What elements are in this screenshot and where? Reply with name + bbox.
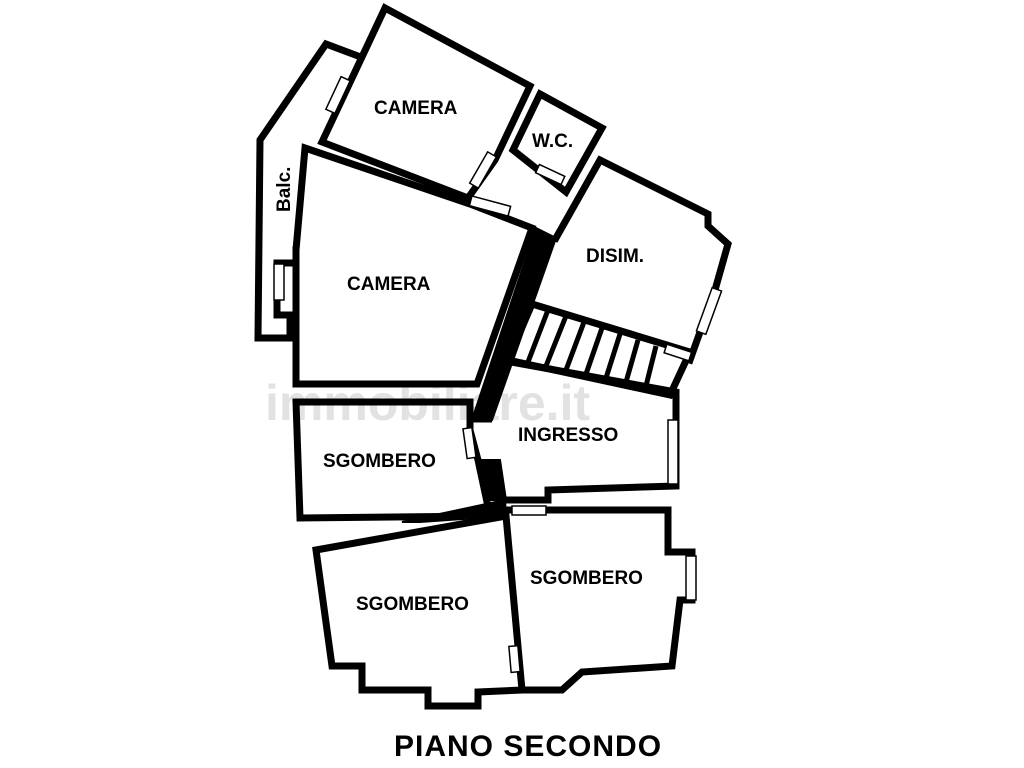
label-camera-main: CAMERA — [347, 274, 431, 295]
room-sgombero-bottom-left — [312, 511, 526, 710]
windows — [273, 75, 723, 674]
label-disimpegno: DISIM. — [586, 246, 644, 267]
door-stairs — [663, 343, 693, 362]
staircase-steps — [525, 309, 659, 387]
label-wc: W.C. — [532, 131, 573, 152]
label-ingresso: INGRESSO — [518, 425, 618, 446]
room-wc — [508, 89, 607, 198]
door-sgombero-bottom — [508, 644, 521, 674]
label-camera-top: CAMERA — [374, 98, 458, 119]
window-ingresso — [667, 419, 679, 485]
window-disimpegno — [695, 286, 723, 336]
label-sgombero-bottom-left: SGOMBERO — [356, 594, 469, 615]
door-camera-top — [468, 150, 498, 190]
label-sgombero-left: SGOMBERO — [323, 451, 436, 472]
door-sgombero-right — [511, 505, 547, 516]
staircase — [503, 299, 695, 400]
door-camera-main — [468, 195, 512, 217]
window-sgombero-right — [685, 555, 697, 601]
door-wc — [534, 163, 566, 186]
room-sgombero-bottom-right — [502, 506, 696, 694]
window-balcony-top — [324, 75, 352, 115]
wall-ingresso-column — [476, 459, 508, 501]
label-balcony: Balc. — [274, 167, 295, 212]
door-sgombero-left — [462, 426, 477, 460]
window-balcony-door — [273, 263, 285, 301]
room-ingresso — [495, 355, 680, 504]
label-sgombero-bottom-right: SGOMBERO — [530, 568, 643, 589]
balcony-wall — [254, 39, 363, 342]
floor-title: PIANO SECONDO — [394, 730, 662, 763]
